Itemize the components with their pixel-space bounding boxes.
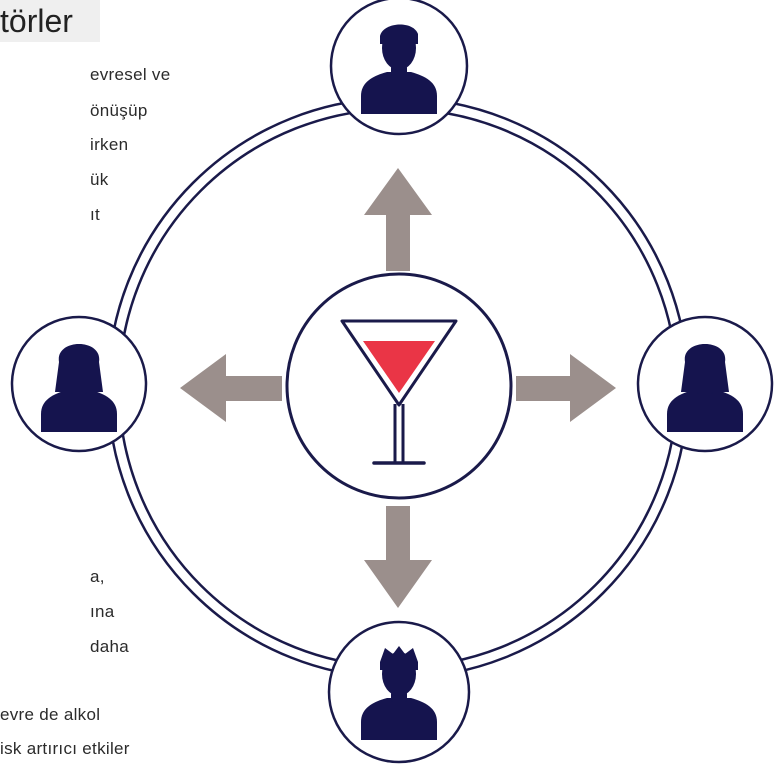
person-left-icon: [41, 344, 117, 432]
cocktail-glass-icon: [340, 319, 458, 465]
person-top-icon: [361, 24, 437, 114]
person-right-icon: [667, 344, 743, 432]
arrow-left-icon: [180, 354, 282, 422]
text-line-10: isk artırıcı etkiler: [0, 739, 130, 758]
heading-background: [0, 0, 100, 42]
text-line-7: ına: [90, 602, 115, 621]
arrow-down-icon: [364, 506, 432, 608]
text-line-2: önüşüp: [90, 101, 148, 120]
person-bottom-icon: [361, 646, 437, 740]
arrow-up-icon: [364, 168, 432, 271]
text-line-4: ük: [90, 170, 109, 189]
text-line-5: ıt: [90, 205, 101, 224]
text-line-8: daha: [90, 637, 130, 656]
text-line-1: evresel ve: [90, 65, 171, 84]
heading-title: törler: [0, 3, 73, 39]
text-line-9: evre de alkol: [0, 705, 101, 724]
arrow-right-icon: [516, 354, 616, 422]
text-line-3: irken: [90, 135, 129, 154]
text-line-6: a,: [90, 567, 105, 586]
